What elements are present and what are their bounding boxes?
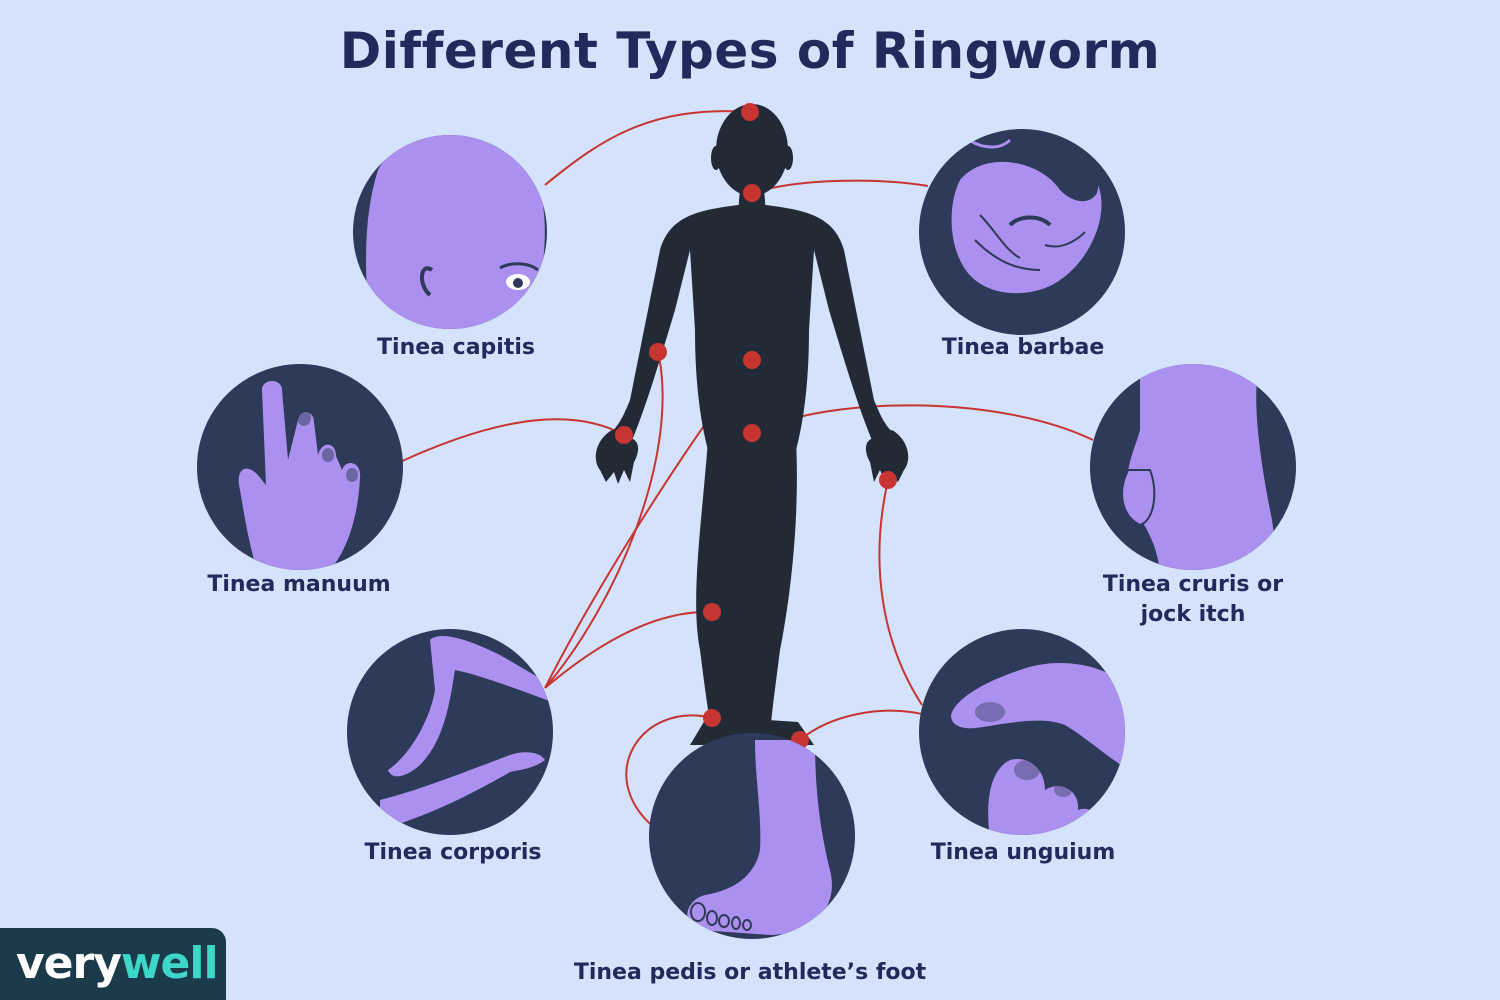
connector-manuum xyxy=(399,418,625,463)
connector-unguium-hand xyxy=(878,479,923,706)
circle-tinea-barbae xyxy=(919,129,1125,335)
label-tinea-pedis: Tinea pedis or athlete’s foot xyxy=(573,960,927,985)
label-tinea-manuum: Tinea manuum xyxy=(207,572,391,597)
label-tinea-unguium: Tinea unguium xyxy=(930,840,1116,865)
marker-hand-left xyxy=(879,471,897,489)
marker-groin xyxy=(743,424,761,442)
label-tinea-capitis: Tinea capitis xyxy=(377,335,535,360)
marker-chin xyxy=(743,184,761,202)
connector-pedis xyxy=(625,714,713,833)
label-tinea-cruris-line2: jock itch xyxy=(1140,602,1246,627)
circle-tinea-capitis xyxy=(353,135,547,329)
body-silhouette xyxy=(595,104,909,745)
connector-corporis-knee xyxy=(544,610,713,689)
marker-hand-right xyxy=(615,426,633,444)
circle-tinea-cruris xyxy=(1090,364,1296,570)
brand-part-1: very xyxy=(16,938,122,989)
marker-chest xyxy=(743,351,761,369)
label-tinea-corporis: Tinea corporis xyxy=(364,840,542,865)
marker-elbow xyxy=(649,343,667,361)
connector-corporis-elbow xyxy=(544,351,664,689)
marker-scalp xyxy=(741,103,759,121)
marker-knee xyxy=(703,603,721,621)
circle-tinea-unguium xyxy=(919,629,1125,835)
brand-wordmark: verywell xyxy=(16,934,219,994)
circle-tinea-corporis xyxy=(347,629,553,835)
brand-part-2: well xyxy=(120,938,219,989)
marker-foot-right xyxy=(703,709,721,727)
circle-tinea-pedis xyxy=(649,733,855,939)
connector-barbae xyxy=(751,179,929,194)
connector-capitis xyxy=(544,110,751,186)
circle-tinea-manuum xyxy=(197,364,403,570)
label-tinea-cruris-line1: Tinea cruris or xyxy=(1102,572,1284,597)
diagram-title: Different Types of Ringworm xyxy=(339,22,1161,80)
label-tinea-barbae: Tinea barbae xyxy=(941,335,1105,360)
connector-unguium-foot xyxy=(799,709,923,741)
brand-logo: verywell xyxy=(0,928,226,1000)
infection-markers xyxy=(615,103,897,749)
